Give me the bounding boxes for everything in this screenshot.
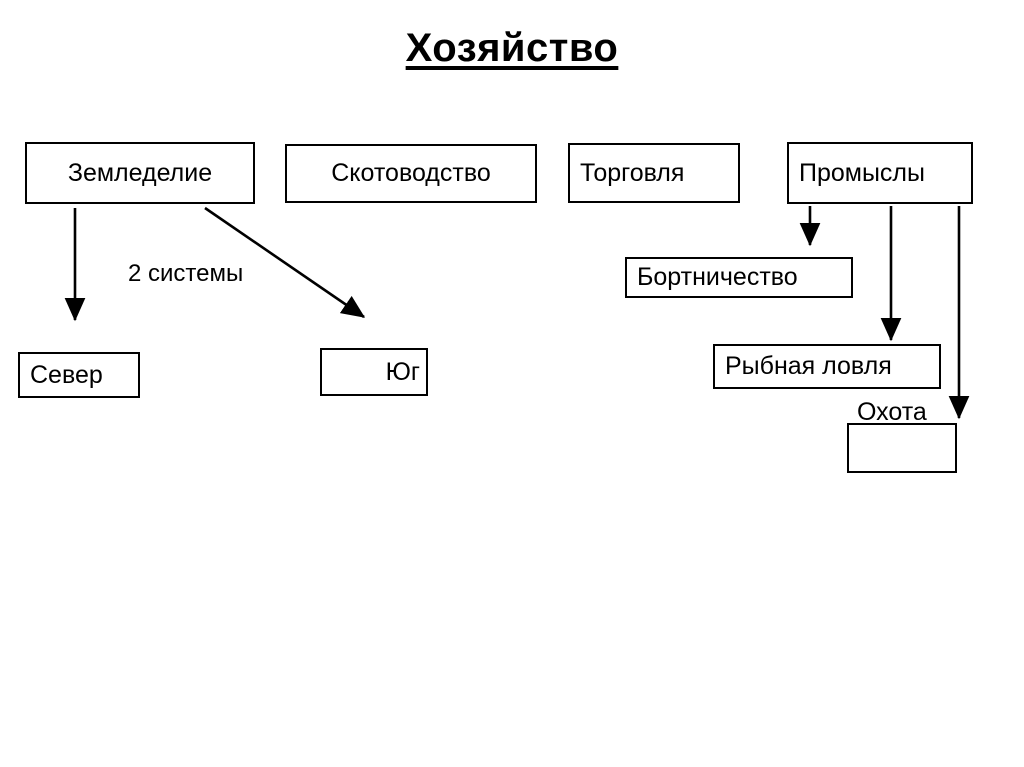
node-empty-box[interactable]: [847, 423, 957, 473]
node-sever-label: Север: [30, 360, 103, 389]
node-bortnichestvo[interactable]: Бортничество: [625, 257, 853, 298]
label-dve-sistemy: 2 системы: [128, 260, 244, 287]
node-promysly[interactable]: Промыслы: [787, 142, 973, 204]
node-skotovodstvo[interactable]: Скотоводство: [285, 144, 537, 203]
node-ohota-label: Охота: [857, 398, 927, 426]
node-rybnaya-lovlya[interactable]: Рыбная ловля: [713, 344, 941, 389]
node-rybnaya-lovlya-label: Рыбная ловля: [725, 352, 892, 381]
node-torgovlya[interactable]: Торговля: [568, 143, 740, 203]
page-title: Хозяйство: [405, 26, 619, 70]
node-yug[interactable]: Юг: [320, 348, 428, 396]
node-zemledelie-label: Земледелие: [67, 158, 213, 187]
node-yug-label: Юг: [385, 357, 420, 386]
node-torgovlya-label: Торговля: [580, 158, 685, 187]
node-promysly-label: Промыслы: [799, 158, 925, 187]
node-bortnichestvo-label: Бортничество: [637, 263, 798, 292]
node-sever[interactable]: Север: [18, 352, 140, 398]
node-skotovodstvo-label: Скотоводство: [331, 159, 491, 188]
node-zemledelie[interactable]: Земледелие: [25, 142, 255, 204]
